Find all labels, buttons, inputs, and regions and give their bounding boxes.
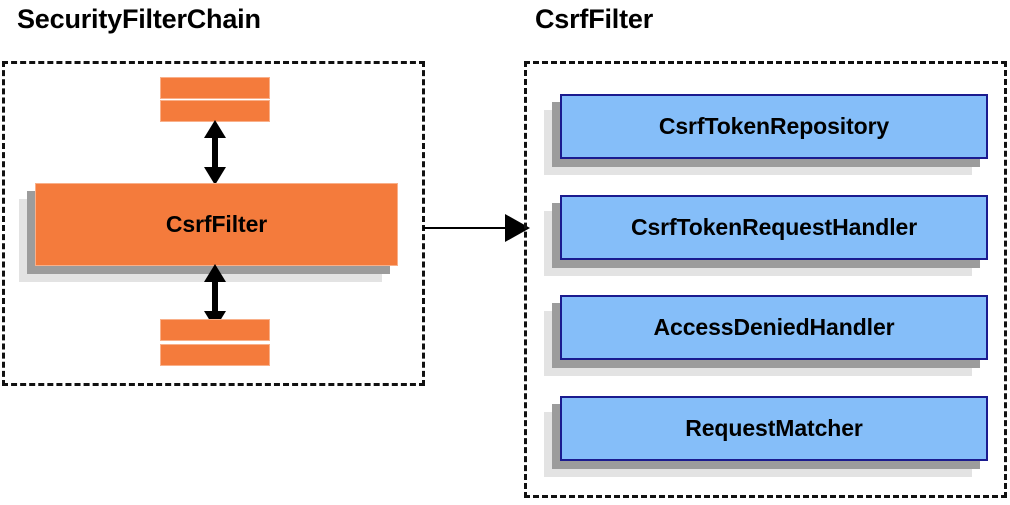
- collaborator-box-face: AccessDeniedHandler: [560, 295, 988, 360]
- collaborator-label: CsrfTokenRequestHandler: [630, 214, 918, 240]
- csrf-filter-collaborators-container: [524, 61, 1007, 498]
- collaborator-box-request-matcher[interactable]: RequestMatcher: [544, 396, 988, 477]
- collaborator-box-csrf-token-repository[interactable]: CsrfTokenRepository: [544, 94, 988, 175]
- filter-bar-top-2: [160, 100, 270, 122]
- collaborator-label: RequestMatcher: [685, 415, 863, 441]
- page-title-security-filter-chain: SecurityFilterChain: [17, 4, 261, 34]
- connector-arrow-right: [423, 214, 530, 242]
- collaborator-box-face: CsrfTokenRequestHandler: [560, 195, 988, 260]
- filter-bar-bottom-2: [160, 344, 270, 366]
- security-filter-chain-container: [2, 61, 425, 386]
- collaborator-box-csrf-token-request-handler[interactable]: CsrfTokenRequestHandler: [544, 195, 988, 276]
- collaborator-label: CsrfTokenRepository: [658, 113, 890, 139]
- bidirectional-arrow-up: [204, 120, 226, 185]
- csrf-filter-box[interactable]: CsrfFilter: [19, 183, 398, 282]
- csrf-filter-box-face: CsrfFilter: [35, 183, 398, 266]
- collaborator-box-face: RequestMatcher: [560, 396, 988, 461]
- filter-bar-top-1: [160, 77, 270, 99]
- collaborator-box-face: CsrfTokenRepository: [560, 94, 988, 159]
- page-title-csrf-filter: CsrfFilter: [535, 4, 654, 34]
- collaborator-box-access-denied-handler[interactable]: AccessDeniedHandler: [544, 295, 988, 376]
- csrf-filter-box-label: CsrfFilter: [165, 211, 268, 237]
- collaborator-label: AccessDeniedHandler: [653, 314, 895, 340]
- filter-bar-bottom-1: [160, 319, 270, 341]
